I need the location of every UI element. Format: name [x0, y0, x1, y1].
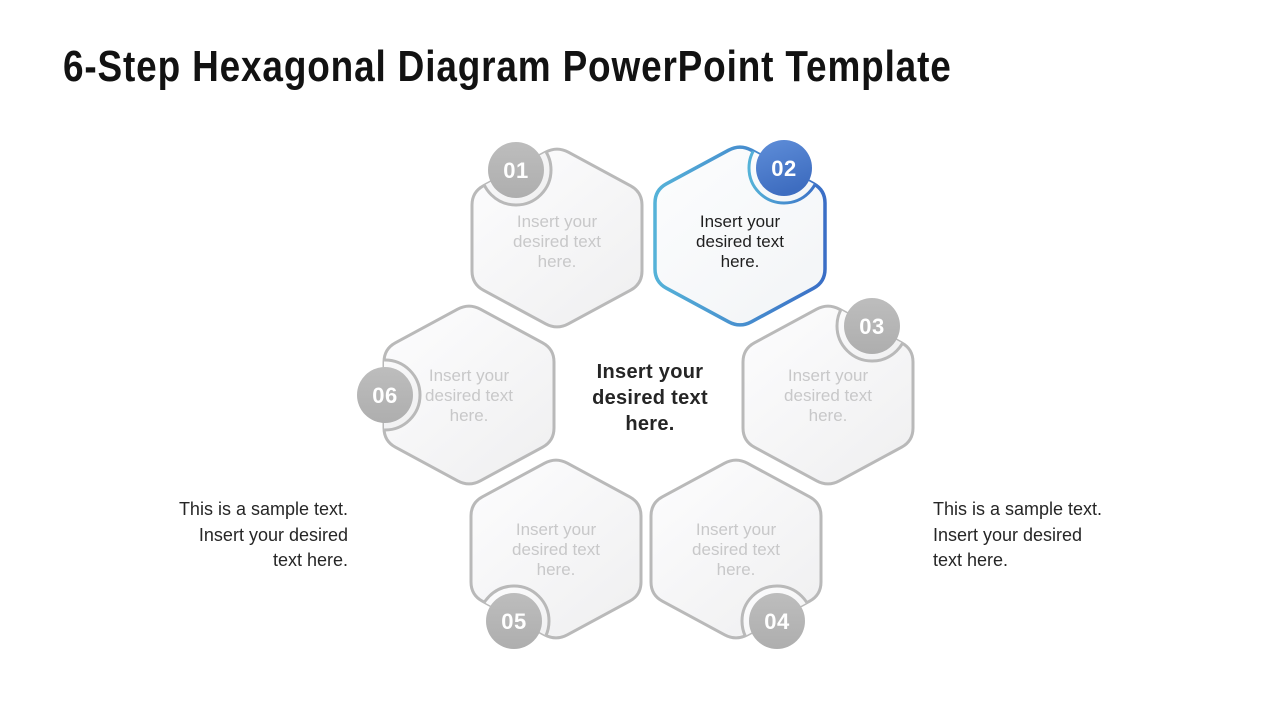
- step-text-04: Insert your desired text here.: [692, 520, 780, 579]
- hexagon-step-01: 01: [470, 142, 644, 329]
- step-text-05: Insert your desired text here.: [512, 520, 600, 579]
- step-badge-06: [357, 367, 413, 423]
- step-number-04: 04: [764, 609, 790, 634]
- left-sample-text: This is a sample text. Insert your desir…: [178, 499, 348, 570]
- slide-title: 6-Step Hexagonal Diagram PowerPoint Temp…: [63, 42, 952, 91]
- step-badge-01: [488, 142, 544, 198]
- step-number-06: 06: [372, 383, 397, 408]
- step-number-02: 02: [771, 156, 796, 181]
- step-text-02: Insert your desired text here.: [696, 212, 784, 271]
- hexagon-step-02: 02: [653, 140, 827, 327]
- step-number-01: 01: [503, 158, 528, 183]
- step-text-01: Insert your desired text here.: [513, 212, 601, 271]
- diagram-center-text: Insert your desired text here.: [592, 361, 708, 435]
- step-text-03: Insert your desired text here.: [784, 366, 872, 425]
- right-sample-text: This is a sample text. Insert your desir…: [933, 499, 1103, 570]
- hexagon-step-06: 06: [357, 304, 556, 486]
- step-badge-04: [749, 593, 805, 649]
- step-badge-03: [844, 298, 900, 354]
- hexagon-step-05: 05: [469, 458, 643, 649]
- step-number-05: 05: [501, 609, 526, 634]
- step-text-06: Insert your desired text here.: [425, 366, 513, 425]
- step-badge-05: [486, 593, 542, 649]
- hexagon-step-03: 03: [741, 298, 915, 486]
- step-badge-02: [756, 140, 812, 196]
- step-number-03: 03: [859, 314, 884, 339]
